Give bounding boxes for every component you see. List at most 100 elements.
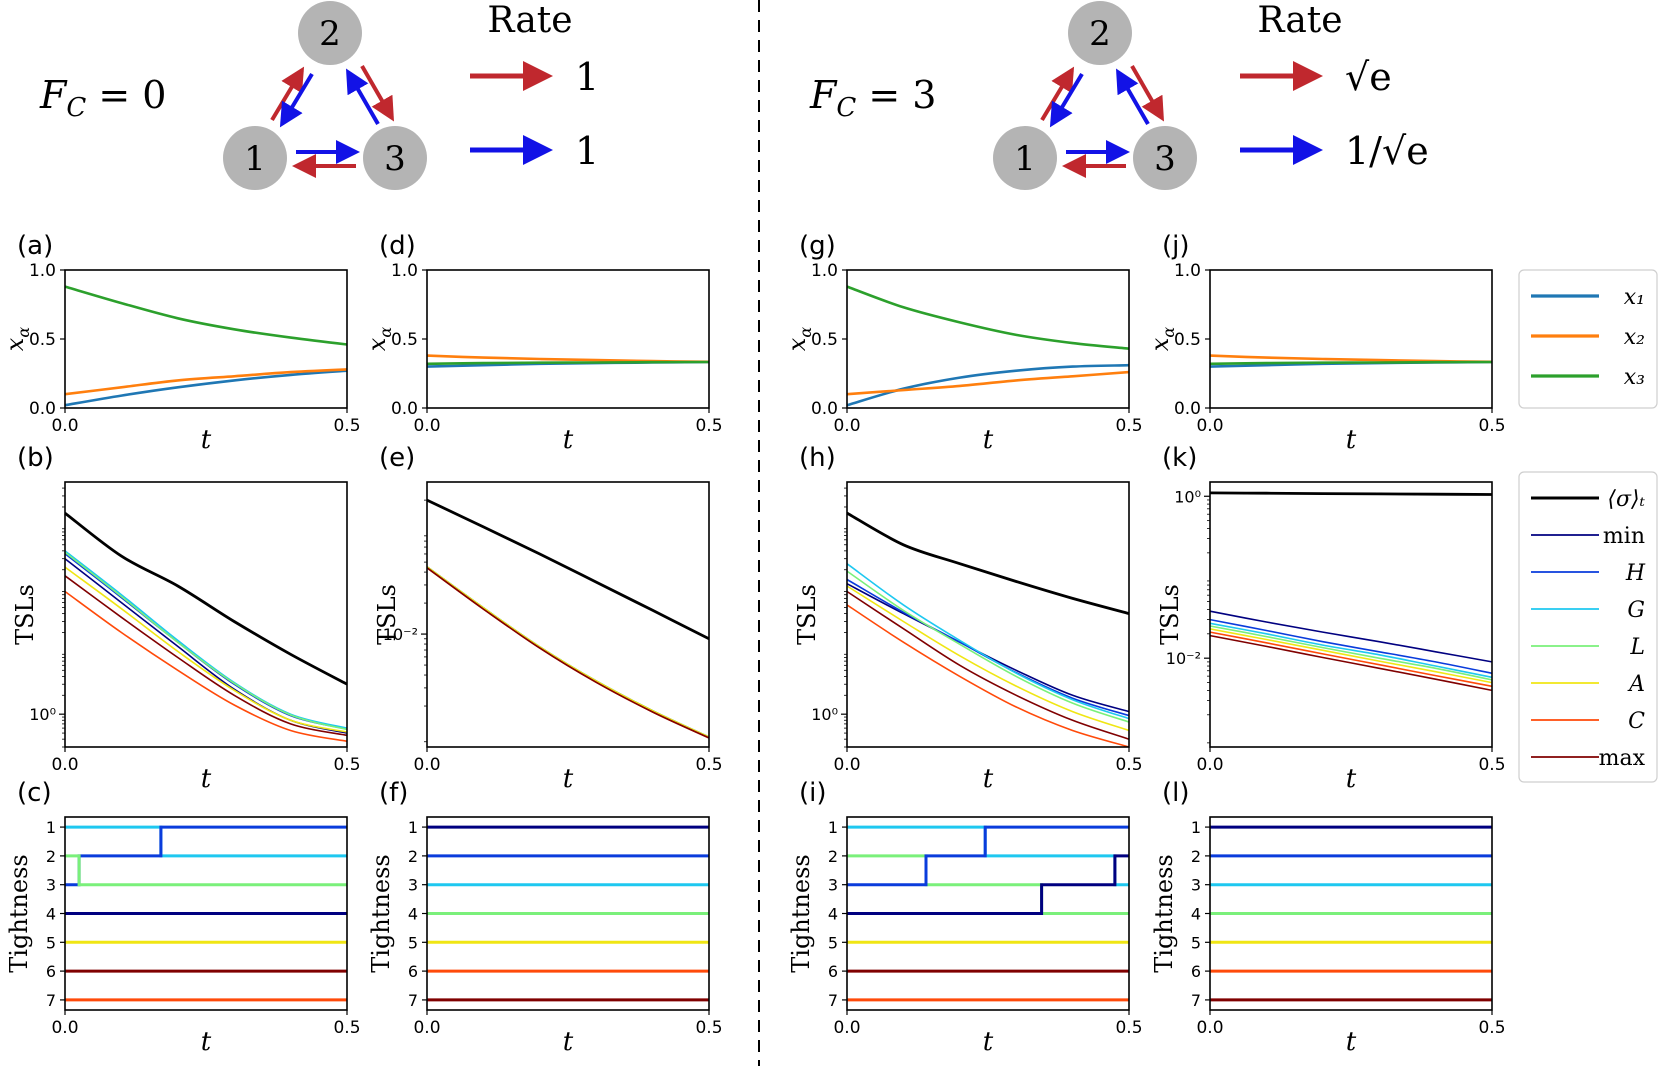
y-tick-label: 7: [1191, 991, 1201, 1010]
transition-arrow-red: [1040, 66, 1075, 122]
y-tick-label: 4: [46, 905, 56, 924]
x-tick-label: 0.0: [1196, 1018, 1223, 1038]
x-tick-label: 0.0: [833, 755, 860, 775]
x-axis-label: t: [563, 1027, 574, 1057]
x-axis-label: t: [201, 1027, 212, 1057]
x-tick-label: 0.0: [1196, 755, 1223, 775]
y-tick-label: 3: [46, 876, 56, 895]
fc-label: FC = 0: [39, 73, 166, 123]
state-node-label: 2: [1089, 14, 1111, 54]
axes-frame: [1209, 269, 1493, 409]
rate-title: Rate: [487, 0, 572, 41]
transition-arrow-blue: [1116, 68, 1150, 125]
y-tick-label: 6: [408, 962, 418, 981]
series-line-G: [64, 550, 348, 729]
y-axis-label: Tightness: [1150, 854, 1178, 972]
series-line-H: [64, 553, 348, 730]
state-node-label: 1: [1014, 139, 1036, 179]
y-tick-label: 10⁰: [811, 705, 838, 724]
series-line-max: [846, 590, 1130, 740]
x-tick-label: 0.5: [1115, 416, 1142, 436]
series-line-H: [65, 825, 347, 887]
x-axis-label: t: [1346, 764, 1357, 794]
series-line-min: [426, 566, 710, 738]
panel-label: (a): [17, 231, 53, 261]
legend-label-x2: x₂: [1624, 325, 1645, 350]
y-tick-label: 5: [408, 933, 418, 952]
x-tick-label: 0.0: [51, 755, 78, 775]
y-tick-label: 1.0: [811, 261, 838, 281]
x-axis-label: t: [563, 764, 574, 794]
series-line-H: [426, 566, 710, 738]
y-axis-label: TSLs: [793, 584, 821, 645]
rate-value-red: √e: [1345, 55, 1392, 99]
series-line-min: [1209, 610, 1493, 663]
y-tick-label: 10⁻²: [383, 625, 418, 644]
y-axis-label: TSLs: [11, 584, 39, 645]
y-tick-label: 3: [1191, 876, 1201, 895]
y-tick-label: 3: [828, 876, 838, 895]
transition-arrow-blue: [279, 72, 314, 128]
x-tick-label: 0.5: [695, 755, 722, 775]
axes-frame: [846, 269, 1130, 409]
y-axis-label: xα: [1146, 327, 1178, 352]
x-tick-label: 0.0: [413, 755, 440, 775]
y-tick-label: 0.0: [391, 399, 418, 419]
legend-label-x3: x₃: [1624, 365, 1645, 390]
y-tick-label: 10⁰: [29, 705, 56, 724]
legend-frame: [1518, 269, 1658, 409]
panel-label: (f): [379, 778, 408, 808]
series-line-min: [847, 854, 1129, 915]
state-node: [223, 126, 287, 190]
x-axis-label: t: [983, 764, 994, 794]
y-axis-label: Tightness: [787, 854, 815, 972]
series-line-x2: [64, 368, 348, 396]
series-line-x3: [846, 285, 1130, 350]
series-line-H: [1209, 618, 1493, 675]
panel-label: (k): [1162, 443, 1197, 473]
x-tick-label: 0.0: [413, 416, 440, 436]
x-axis-label: t: [563, 425, 574, 455]
series-line-x1: [846, 363, 1130, 407]
series-line-x3: [1209, 360, 1493, 366]
x-axis-label: t: [1346, 1027, 1357, 1057]
x-tick-label: 0.0: [833, 416, 860, 436]
x-tick-label: 0.5: [695, 416, 722, 436]
series-line-L: [426, 566, 710, 738]
transition-arrow-red: [270, 66, 305, 122]
y-axis-label: TSLs: [373, 584, 401, 645]
y-tick-label: 5: [828, 933, 838, 952]
series-line-sigma: [64, 511, 348, 686]
series-line-max: [64, 575, 348, 737]
state-node-label: 2: [319, 14, 341, 54]
series-line-x2: [846, 370, 1130, 396]
y-tick-label: 0.5: [391, 330, 418, 350]
rate-value-red: 1: [575, 55, 599, 99]
state-node-label: 3: [1154, 139, 1176, 179]
legend-frame: [1518, 471, 1658, 783]
y-axis-label: Tightness: [5, 854, 33, 972]
series-line-C: [846, 604, 1130, 748]
transition-arrow-blue: [1049, 72, 1084, 128]
y-tick-label: 6: [46, 962, 56, 981]
y-tick-label: 0.5: [1174, 330, 1201, 350]
y-tick-label: 2: [1191, 847, 1201, 866]
y-tick-label: 1: [46, 818, 56, 837]
y-axis-label: xα: [363, 327, 395, 352]
x-axis-label: t: [1346, 425, 1357, 455]
state-node-label: 1: [244, 139, 266, 179]
series-line-G: [1209, 622, 1493, 679]
series-line-x3: [64, 285, 348, 346]
y-tick-label: 7: [828, 991, 838, 1010]
x-axis-label: t: [201, 764, 212, 794]
legend-label-G: G: [1627, 598, 1645, 623]
legend-label-L: L: [1629, 635, 1645, 660]
